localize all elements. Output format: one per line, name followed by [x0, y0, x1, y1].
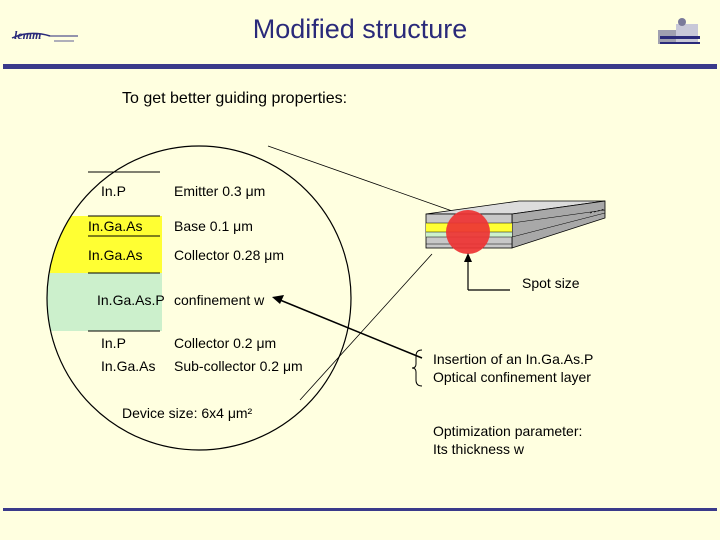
insertion-note-line2: Optical confinement layer — [433, 369, 591, 385]
base-band — [47, 216, 162, 236]
layer-material-collector: In.Ga.As — [88, 247, 143, 263]
layer-material-confinement: In.Ga.As.P — [97, 292, 165, 308]
page-title: Modified structure — [252, 14, 468, 44]
collector-band — [47, 236, 162, 273]
layer-label-base: Base 0.1 μm — [174, 218, 253, 234]
layer-material-emitter: In.P — [101, 183, 126, 199]
subcollector-band — [47, 331, 162, 353]
layer-label-collector2: Collector 0.2 μm — [174, 335, 277, 351]
device-size: Device size: 6x4 μm² — [122, 405, 253, 421]
zoom-circle — [46, 145, 352, 451]
layer-material-base: In.Ga.As — [88, 218, 143, 234]
optical-spot — [446, 210, 490, 254]
layer-label-collector: Collector 0.28 μm — [174, 247, 284, 263]
layer-material-collector2: In.P — [101, 335, 126, 351]
lemm-logo: lemm — [10, 26, 82, 48]
layer-label-confinement: confinement w — [174, 292, 265, 308]
layer-material-subcollector: In.Ga.As — [101, 358, 156, 374]
header-rule — [3, 64, 717, 69]
subtitle: To get better guiding properties: — [122, 90, 348, 107]
building-logo — [652, 16, 704, 52]
svg-text:lemm: lemm — [14, 28, 41, 42]
optimization-note-line1: Optimization parameter: — [433, 423, 583, 439]
insertion-note-line1: Insertion of an In.Ga.As.P — [433, 351, 594, 367]
footer-rule — [3, 508, 717, 511]
layer-label-subcollector: Sub-collector 0.2 μm — [174, 358, 303, 374]
layer-label-emitter: Emitter 0.3 μm — [174, 183, 266, 199]
optimization-note-line2: Its thickness w — [433, 441, 525, 457]
confinement-band — [47, 273, 162, 331]
spot-size-label: Spot size — [522, 275, 580, 291]
